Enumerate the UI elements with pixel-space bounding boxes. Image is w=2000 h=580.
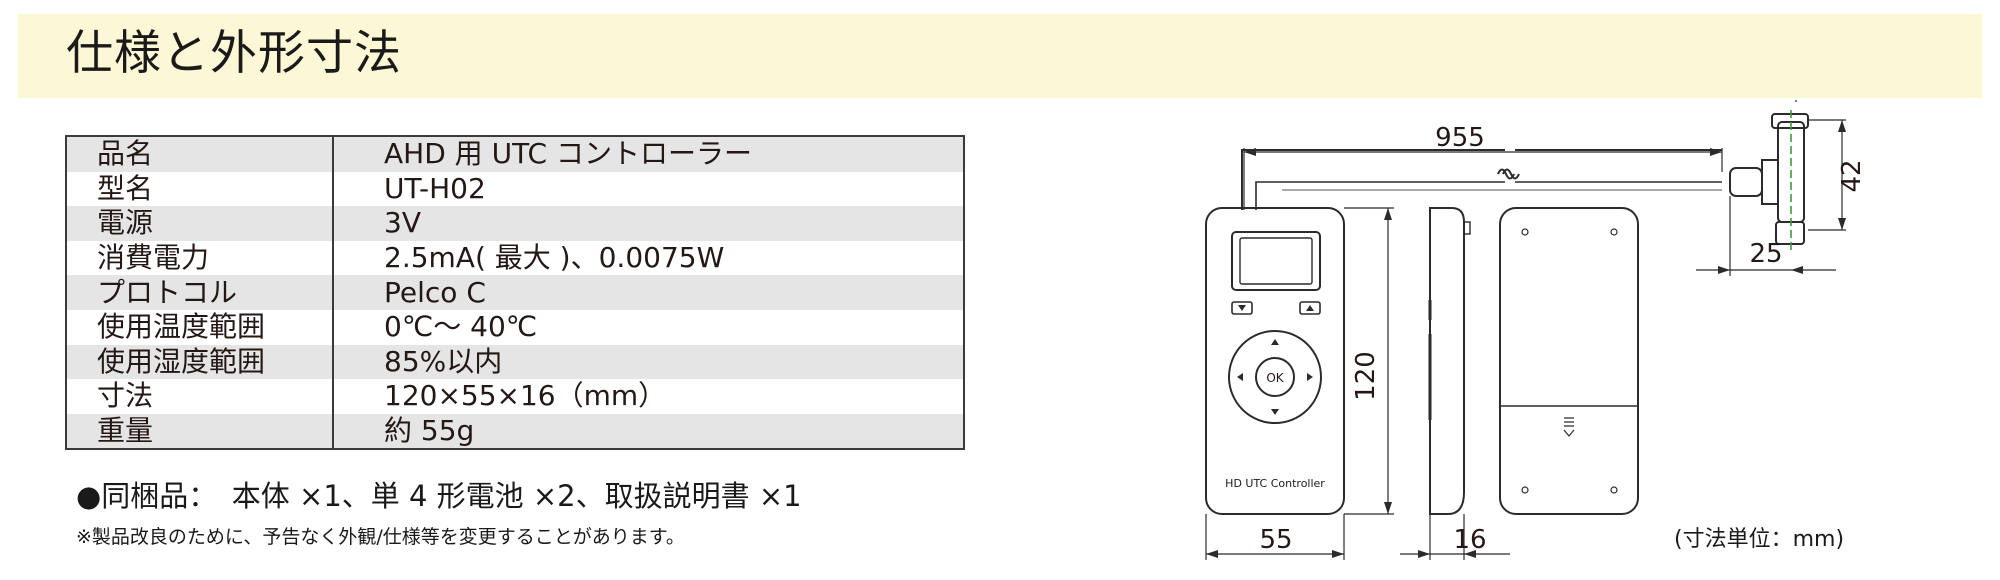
spec-label: 品名 bbox=[66, 136, 334, 172]
spec-row: 使用湿度範囲 85%以内 bbox=[66, 344, 964, 380]
connector-width-label: 25 bbox=[1749, 239, 1782, 269]
device-model-label: HD UTC Controller bbox=[1225, 477, 1325, 490]
spec-row: 消費電力 2.5mA( 最大 )、0.0075W bbox=[66, 240, 964, 276]
connector-height-label: 42 bbox=[1837, 159, 1867, 192]
spec-label: 寸法 bbox=[66, 379, 334, 414]
ok-button-label: OK bbox=[1266, 371, 1284, 385]
spec-row: 重量 約 55g bbox=[66, 413, 964, 450]
spec-value: 約 55g bbox=[333, 413, 964, 450]
spec-value: AHD 用 UTC コントローラー bbox=[333, 136, 964, 172]
spec-row: 品名 AHD 用 UTC コントローラー bbox=[66, 136, 964, 172]
device-height-label: 120 bbox=[1351, 351, 1381, 401]
spec-label: 重量 bbox=[66, 413, 334, 450]
device-depth-dimension bbox=[1400, 514, 1510, 560]
controller-back-view bbox=[1499, 207, 1639, 515]
spec-row: 使用温度範囲 0℃～ 40℃ bbox=[66, 309, 964, 345]
bnc-connector bbox=[1729, 100, 1809, 250]
spec-label: 電源 bbox=[66, 206, 334, 241]
connector-width-dimension bbox=[1696, 196, 1836, 276]
dimension-drawing: 955 42 25 OK HD UTC Controller bbox=[1205, 100, 1867, 560]
cable bbox=[1241, 149, 1722, 210]
spec-label: 使用温度範囲 bbox=[66, 309, 334, 345]
spec-row: 型名 UT-H02 bbox=[66, 171, 964, 207]
spec-value: Pelco C bbox=[333, 275, 964, 310]
controller-front-view bbox=[1205, 207, 1345, 515]
spec-label: 使用湿度範囲 bbox=[66, 344, 334, 380]
page-title: 仕様と外形寸法 bbox=[66, 26, 402, 81]
spec-row: プロトコル Pelco C bbox=[66, 275, 964, 310]
device-width-label: 55 bbox=[1259, 525, 1292, 555]
unit-note: (寸法単位：mm) bbox=[1674, 527, 1845, 552]
spec-value: 120×55×16（mm） bbox=[384, 379, 667, 413]
spec-value: UT-H02 bbox=[384, 171, 486, 205]
controller-side-view bbox=[1428, 207, 1471, 515]
device-depth-label: 16 bbox=[1453, 525, 1486, 555]
title-banner bbox=[18, 14, 1982, 98]
spec-value: 85%以内 bbox=[333, 344, 964, 380]
spec-row: 寸法 120×55×16（mm） bbox=[66, 379, 964, 414]
device-width-dimension bbox=[1205, 514, 1345, 560]
spec-label: プロトコル bbox=[66, 275, 334, 310]
device-height-dimension bbox=[1344, 207, 1394, 515]
spec-value: 0℃～ 40℃ bbox=[384, 310, 538, 344]
spec-label: 型名 bbox=[66, 171, 334, 207]
spec-value: 3V bbox=[333, 206, 964, 241]
package-contents: ●同梱品： 本体 ×1、単 4 形電池 ×2、取扱説明書 ×1 bbox=[76, 479, 802, 513]
disclaimer-note: ※製品改良のために、予告なく外観/仕様等を変更することがあります。 bbox=[76, 526, 685, 548]
spec-row: 電源 3V bbox=[66, 206, 964, 241]
spec-table: 品名 AHD 用 UTC コントローラー 型名 UT-H02 電源 3V 消費電… bbox=[65, 135, 965, 451]
cable-length-dimension bbox=[1243, 148, 1723, 210]
spec-label: 消費電力 bbox=[66, 240, 334, 276]
cable-length-label: 955 bbox=[1435, 123, 1485, 153]
connector-height-dimension bbox=[1808, 119, 1846, 231]
spec-value: 2.5mA( 最大 )、0.0075W bbox=[384, 241, 725, 275]
